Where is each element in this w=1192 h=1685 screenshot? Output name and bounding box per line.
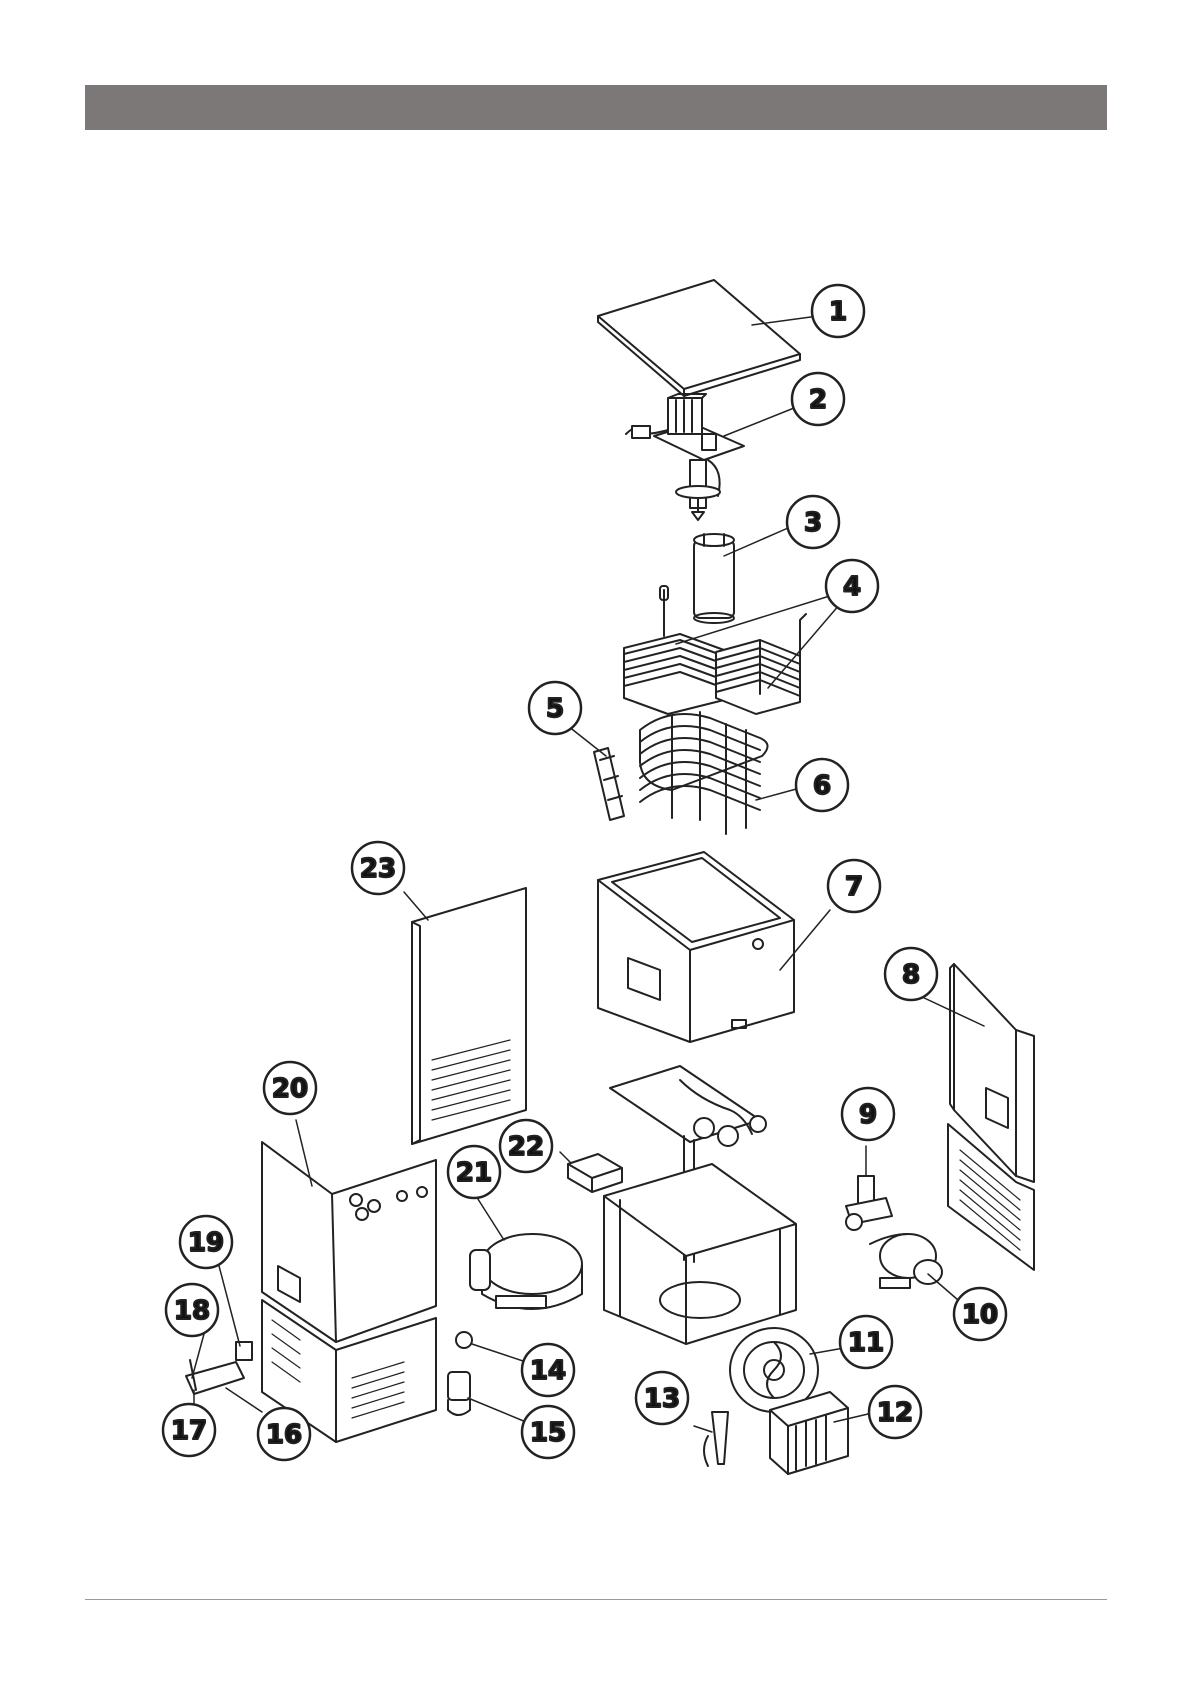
callout-8-label: 8 bbox=[902, 960, 920, 990]
callout-18: 18 bbox=[166, 1284, 218, 1336]
callout-22-label: 22 bbox=[508, 1132, 544, 1162]
callout-9: 9 bbox=[842, 1088, 894, 1140]
part-tank-box bbox=[598, 852, 794, 1042]
callout-4-label: 4 bbox=[843, 572, 861, 602]
callout-9-label: 9 bbox=[859, 1100, 877, 1130]
callout-21-label: 21 bbox=[456, 1158, 492, 1188]
callout-22: 22 bbox=[500, 1120, 552, 1172]
callout-14: 14 bbox=[522, 1344, 574, 1396]
part-front-panel bbox=[262, 1142, 436, 1342]
part-switch-assembly bbox=[186, 1342, 252, 1394]
callout-6-label: 6 bbox=[813, 771, 831, 801]
callout-2-label: 2 bbox=[809, 385, 827, 415]
callout-15: 15 bbox=[522, 1406, 574, 1458]
callout-5-label: 5 bbox=[546, 694, 564, 724]
callout-13-label: 13 bbox=[644, 1384, 680, 1414]
callout-23-label: 23 bbox=[360, 854, 396, 884]
callout-15-label: 15 bbox=[530, 1418, 566, 1448]
callout-12: 12 bbox=[869, 1386, 921, 1438]
part-probe bbox=[704, 1412, 728, 1466]
callout-6: 6 bbox=[796, 759, 848, 811]
part-bracket bbox=[594, 748, 624, 820]
callout-18-label: 18 bbox=[174, 1296, 210, 1326]
callout-13: 13 bbox=[636, 1372, 688, 1424]
footer-rule bbox=[85, 1599, 1107, 1600]
callout-11-label: 11 bbox=[848, 1328, 884, 1358]
callout-1: 1 bbox=[812, 285, 864, 337]
callout-14-label: 14 bbox=[530, 1356, 566, 1386]
callout-21: 21 bbox=[448, 1146, 500, 1198]
callout-23: 23 bbox=[352, 842, 404, 894]
callout-3: 3 bbox=[787, 496, 839, 548]
callout-7-label: 7 bbox=[845, 872, 863, 902]
part-drain-valve bbox=[448, 1372, 470, 1415]
callout-7: 7 bbox=[828, 860, 880, 912]
part-cylinder-tank bbox=[694, 534, 734, 623]
callout-10: 10 bbox=[954, 1288, 1006, 1340]
callout-11: 11 bbox=[840, 1316, 892, 1368]
part-pump bbox=[870, 1234, 942, 1288]
callout-3-label: 3 bbox=[804, 508, 822, 538]
callout-20: 20 bbox=[264, 1062, 316, 1114]
callout-12-label: 12 bbox=[877, 1398, 913, 1428]
part-compressor bbox=[470, 1234, 582, 1309]
callout-8: 8 bbox=[885, 948, 937, 1000]
callout-5: 5 bbox=[529, 682, 581, 734]
callout-16-label: 16 bbox=[266, 1420, 302, 1450]
callout-10-label: 10 bbox=[962, 1300, 998, 1330]
part-back-panel bbox=[412, 888, 526, 1144]
callout-19: 19 bbox=[180, 1216, 232, 1268]
callout-19-label: 19 bbox=[188, 1228, 224, 1258]
part-evaporator bbox=[640, 712, 768, 834]
callout-17-label: 17 bbox=[171, 1416, 207, 1446]
part-right-panel bbox=[948, 964, 1034, 1270]
callout-1-label: 1 bbox=[829, 297, 847, 327]
callout-4: 4 bbox=[826, 560, 878, 612]
callout-16: 16 bbox=[258, 1408, 310, 1460]
part-fitting bbox=[456, 1332, 472, 1348]
callout-20-label: 20 bbox=[272, 1074, 308, 1104]
part-control-box bbox=[568, 1154, 622, 1192]
part-pump-motor bbox=[626, 394, 744, 520]
part-chassis bbox=[604, 1164, 796, 1344]
part-top-lid bbox=[598, 280, 800, 396]
callout-17: 17 bbox=[163, 1404, 215, 1456]
part-valve bbox=[846, 1176, 892, 1230]
callout-2: 2 bbox=[792, 373, 844, 425]
